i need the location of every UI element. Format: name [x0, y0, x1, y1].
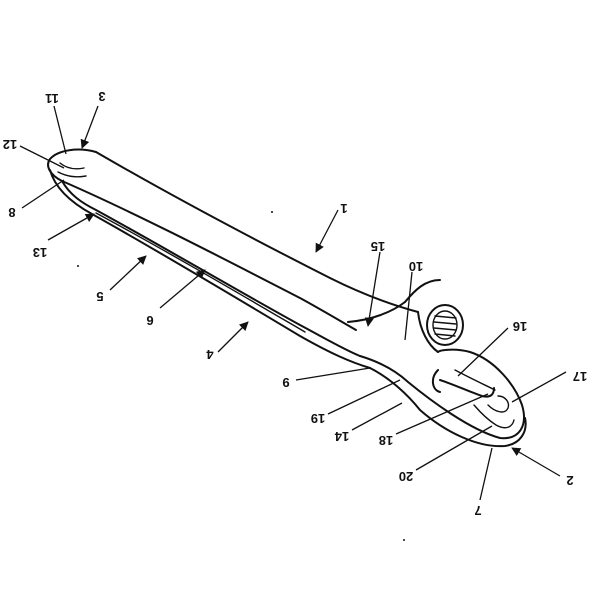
- label-16: 16: [513, 319, 527, 334]
- left-end-inner: [57, 162, 87, 178]
- left-end-top: [47, 148, 97, 182]
- speck: [77, 265, 79, 267]
- label-20: 20: [399, 469, 413, 484]
- label-11: 11: [45, 91, 59, 106]
- speck: [403, 539, 405, 541]
- speck: [271, 211, 273, 213]
- label-4: 4: [206, 347, 214, 362]
- label-3: 3: [98, 89, 105, 104]
- leader-14: [351, 402, 403, 431]
- leader-3: [80, 105, 99, 149]
- leader-7: [479, 447, 493, 501]
- label-17: 17: [573, 369, 587, 384]
- leader-lines: [19, 105, 567, 501]
- side-face-bottom: [49, 169, 371, 369]
- label-5: 5: [96, 289, 103, 304]
- leader-12: [19, 145, 65, 169]
- reference-numerals: 1 2 3 4 5 6 7 8 9 10 11 12 13 14 15 16 1…: [3, 89, 587, 518]
- upper-edge: [95, 151, 419, 313]
- leader-15: [364, 251, 381, 327]
- label-9: 9: [282, 375, 289, 390]
- inner-face-edge: [61, 180, 357, 331]
- tool-body: [47, 148, 527, 448]
- leader-2: [511, 447, 561, 477]
- right-end-bottom: [369, 367, 527, 448]
- leader-8: [21, 179, 65, 209]
- leader-11: [53, 105, 67, 155]
- jaw-notch: [473, 404, 515, 429]
- leader-4: [217, 321, 249, 353]
- leader-6: [159, 269, 206, 309]
- leader-19: [327, 379, 401, 415]
- hook-neck: [417, 311, 439, 353]
- label-6: 6: [146, 313, 153, 328]
- recess-curve: [347, 301, 406, 323]
- label-7: 7: [474, 503, 481, 518]
- label-10: 10: [409, 259, 423, 274]
- leader-13: [47, 213, 95, 241]
- label-8: 8: [8, 205, 15, 220]
- leader-10: [404, 271, 413, 341]
- label-13: 13: [33, 245, 47, 260]
- label-19: 19: [311, 411, 325, 426]
- threaded-opening: [426, 304, 464, 346]
- leader-9: [295, 367, 371, 381]
- label-15: 15: [371, 239, 385, 254]
- hook-arm: [404, 279, 441, 303]
- side-face-top: [61, 180, 361, 357]
- label-14: 14: [334, 429, 349, 444]
- jaw-slot-2: [454, 369, 510, 413]
- right-end-outline: [359, 348, 525, 440]
- side-face-mid: [95, 212, 306, 333]
- leader-20: [415, 425, 493, 471]
- label-1: 1: [340, 201, 347, 216]
- leader-16: [457, 327, 509, 377]
- leader-1: [315, 209, 339, 253]
- label-2: 2: [566, 473, 573, 488]
- leader-18: [395, 393, 489, 435]
- label-12: 12: [3, 137, 17, 152]
- leader-5: [109, 255, 147, 291]
- label-18: 18: [379, 433, 393, 448]
- leader-17: [511, 371, 567, 403]
